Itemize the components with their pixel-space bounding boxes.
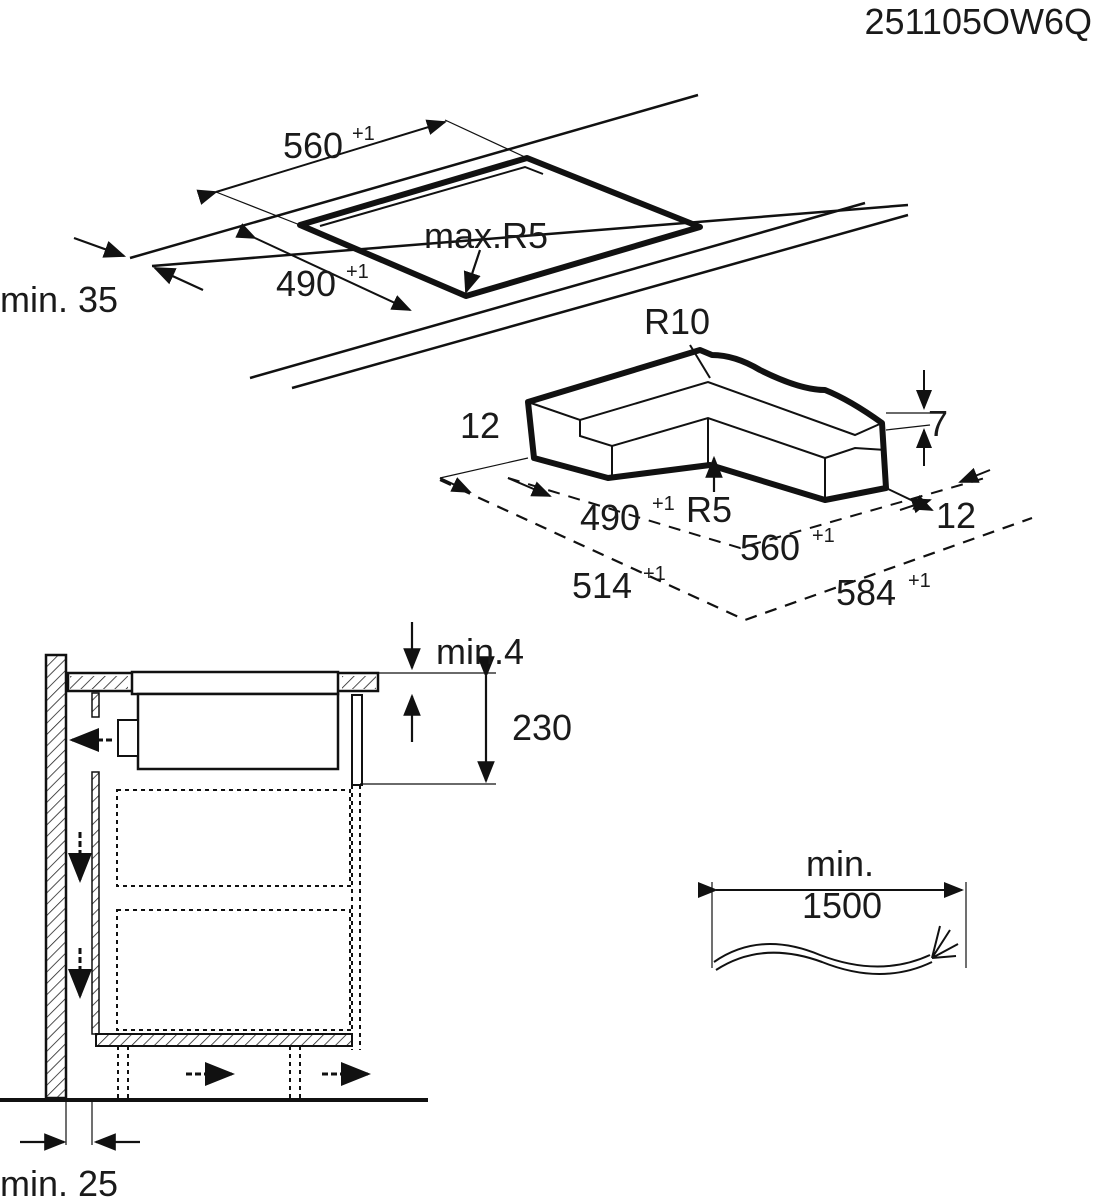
hob-fan-outlet [117,719,139,757]
cutout-depth-dimension [235,223,412,311]
cutout-width-label: 560 [283,125,343,166]
radius-arrow [463,249,482,295]
corner-radius-label: R10 [644,301,710,342]
worktop-front-face-bottom [291,213,909,390]
wall-gap-label: min. 25 [0,1163,118,1200]
outer-width-label: 584 [836,572,896,613]
worktop-hatch-right [342,676,376,689]
extension-line [215,191,301,226]
frame-side-edge [824,446,887,459]
frame-inner-step [579,416,826,500]
height-label: 230 [512,707,572,748]
outer-depth-tolerance: +1 [643,563,666,585]
section-view [0,622,496,1151]
cutout-radius-label: max.R5 [424,215,548,256]
drawer-lower [116,909,351,1031]
inner-depth-label: 490 [580,497,640,538]
cutout-depth-tolerance: +1 [346,261,369,283]
cutout-depth-label: 490 [276,263,336,304]
cabinet-front-panel [351,694,363,786]
frame-detail-view [439,344,1033,622]
outer-dimension-dashed [439,479,1033,622]
worktop-cutout-view [73,93,909,390]
inner-dimension-dashed [507,477,986,550]
front-gap-label: min. 35 [0,279,118,320]
inner-depth-tolerance: +1 [652,493,675,515]
cable-wires-icon [931,925,959,959]
cutout-width-tolerance: +1 [352,123,375,145]
inner-width-arrow-end [899,498,932,514]
inner-width-label: 560 [740,527,800,568]
front-gap-arrow-top [73,236,127,258]
r10-leader [689,344,711,379]
cabinet-base [95,1033,353,1047]
hob-body [136,692,340,771]
side-thickness-arrow-2 [958,467,991,483]
worktop-hatch-left [70,676,128,689]
extension-line [444,119,528,159]
hob-glass [130,670,340,696]
worktop-front-face-top [249,201,866,380]
cutout-width-dimension [196,119,447,205]
cable-length-label-line2: 1500 [802,885,882,926]
frame-height-label: 7 [928,403,948,444]
cabinet-back-panel-top [91,692,100,718]
cable-line-bottom [715,951,933,975]
extension-line [885,424,931,431]
side-thickness-label: 12 [936,495,976,536]
frame-thickness-label: 12 [460,405,500,446]
cabinet-back-panel [91,771,100,1035]
drawer-upper [116,789,351,887]
wall [44,653,68,1100]
inner-width-tolerance: +1 [812,525,835,547]
cable-view [698,882,967,975]
cable-length-label-line1: min. [806,843,874,884]
worktop-back-edge [129,93,699,260]
cutout-inner-edge [319,165,544,227]
frame-inner-top [527,380,883,437]
frame-thickness-arrow [439,477,472,493]
document-code: 251105OW6Q [865,1,1092,42]
top-gap-label: min.4 [436,631,524,672]
outer-depth-label: 514 [572,565,632,606]
outer-width-tolerance: +1 [908,570,931,592]
front-gap-arrow-bottom [153,267,204,291]
extension-line [439,457,529,479]
inner-radius-label: R5 [686,489,732,530]
cable-line-top [713,943,931,968]
